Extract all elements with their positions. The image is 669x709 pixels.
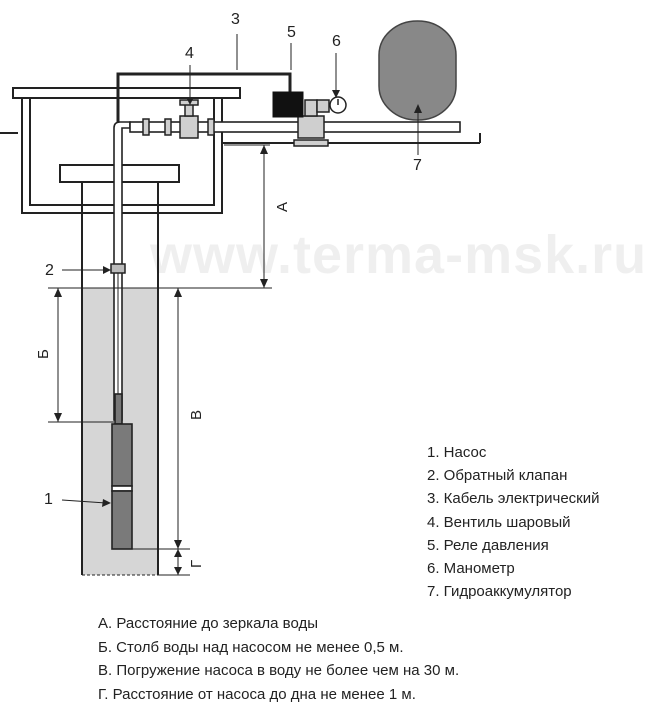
dimension-label-b: Б bbox=[35, 349, 52, 359]
callout-5: 5 bbox=[287, 24, 296, 41]
submersible-pump bbox=[111, 393, 133, 550]
legend-item-accumulator: 7. Гидроаккумулятор bbox=[427, 583, 572, 601]
dimension-arrowheads bbox=[54, 145, 268, 575]
dimension-notes: А. Расстояние до зеркала воды Б. Столб в… bbox=[98, 612, 459, 706]
dimension-note-v: В. Погружение насоса в воду не более чем… bbox=[98, 662, 460, 679]
dimension-note-b: Б. Столб воды над насосом не менее 0,5 м… bbox=[98, 638, 404, 656]
caisson-pit bbox=[12, 87, 241, 214]
watermark-text: www.terma-msk.ru bbox=[149, 225, 647, 285]
dimension-label-v: В bbox=[188, 410, 205, 420]
dimension-label-g: Г bbox=[188, 560, 205, 568]
legend-item-pressure-relay: 5. Реле давления bbox=[427, 536, 549, 554]
callout-6: 6 bbox=[332, 33, 341, 50]
well-casing bbox=[81, 182, 159, 575]
callout-1: 1 bbox=[44, 491, 53, 508]
callout-7: 7 bbox=[413, 157, 422, 174]
legend-item-gauge: 6. Манометр bbox=[427, 560, 515, 578]
callout-4: 4 bbox=[185, 45, 194, 62]
callout-leaders bbox=[61, 34, 419, 504]
dimension-note-a: А. Расстояние до зеркала воды bbox=[98, 615, 319, 632]
callout-arrowheads bbox=[102, 90, 422, 507]
legend-item-cable: 3. Кабель электрический bbox=[427, 490, 600, 508]
dimension-note-g: Г. Расстояние от насоса до дна не менее … bbox=[98, 685, 416, 703]
legend-item-pump: 1. Насос bbox=[427, 444, 487, 461]
well-pump-diagram: www.terma-msk.ru bbox=[0, 11, 647, 576]
callout-2: 2 bbox=[45, 262, 54, 279]
five-way-fitting bbox=[293, 99, 330, 147]
pressure-gauge bbox=[329, 96, 347, 114]
component-legend: 1. Насос 2. Обратный клапан 3. Кабель эл… bbox=[427, 441, 599, 603]
ground-right bbox=[222, 133, 481, 144]
check-valve bbox=[110, 263, 126, 274]
legend-item-check-valve: 2. Обратный клапан bbox=[427, 467, 568, 485]
horizontal-pipe bbox=[129, 121, 461, 133]
dimension-label-a: А bbox=[274, 202, 291, 212]
callout-3: 3 bbox=[231, 11, 240, 28]
legend-item-ball-valve: 4. Вентиль шаровый bbox=[427, 513, 571, 531]
pressure-relay bbox=[272, 91, 304, 118]
